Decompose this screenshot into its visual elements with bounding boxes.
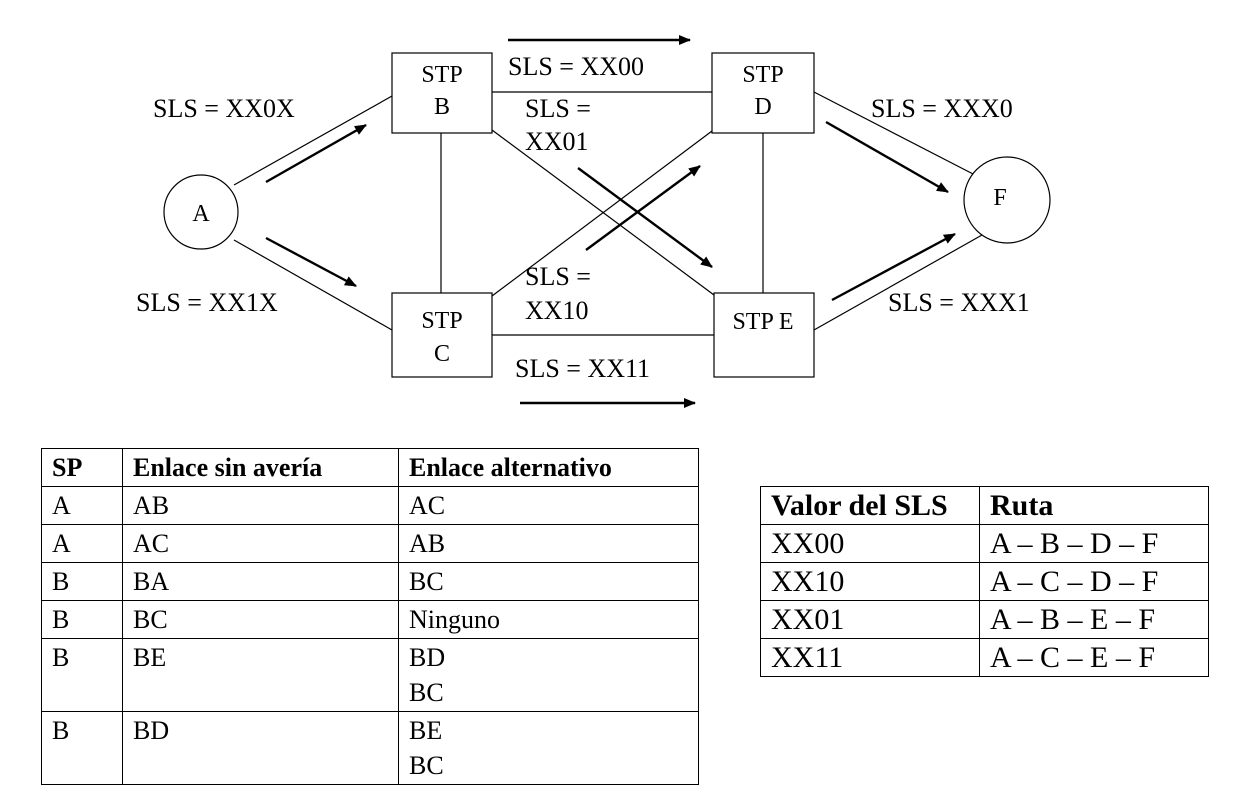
node-c-label-2: C — [434, 341, 450, 367]
alt-value: AC — [409, 491, 446, 520]
cell-alt: BC — [398, 562, 699, 601]
header-sls-value: Valor del SLS — [760, 486, 980, 525]
sls-label-ac: SLS = XX1X — [136, 288, 278, 317]
cell-route: A – C – E – F — [979, 638, 1209, 677]
alt-value: BE — [409, 716, 443, 745]
cell-sls: XX01 — [760, 600, 980, 639]
table-row: A AB AC — [41, 486, 699, 525]
arrow-e-f — [831, 232, 956, 302]
links-table: SP Enlace sin avería Enlace alternativo … — [41, 448, 699, 785]
cell-sls: XX11 — [760, 638, 980, 677]
sls-label-ce: SLS = XX11 — [515, 354, 650, 383]
routes-table-header: Valor del SLS Ruta — [760, 486, 1209, 525]
sls-label-df: SLS = XXX0 — [871, 94, 1013, 123]
node-stp-b — [391, 52, 493, 134]
cell-link: BC — [122, 600, 399, 639]
node-c-label-1: STP — [421, 308, 462, 334]
arrow-a-c — [265, 236, 357, 288]
link-d-f — [813, 91, 976, 176]
alt-value: Ninguno — [409, 605, 500, 634]
cell-link: BD — [122, 711, 399, 785]
table-row: XX11 A – C – E – F — [760, 638, 1209, 677]
header-link: Enlace sin avería — [122, 448, 399, 487]
table-row: B BC Ninguno — [41, 600, 699, 639]
cell-alt: BD BC — [398, 638, 699, 712]
node-b-label-1: STP — [421, 62, 462, 88]
node-e-label: STP E — [732, 309, 793, 335]
arrow-b-e — [577, 167, 713, 268]
alt-value: BC — [409, 567, 444, 596]
cell-link: BE — [122, 638, 399, 712]
cell-alt: AB — [398, 524, 699, 563]
alt-value: BC — [409, 678, 444, 707]
header-sp: SP — [41, 448, 123, 487]
cell-sp: B — [41, 562, 123, 601]
node-stp-e — [713, 292, 815, 378]
header-route: Ruta — [979, 486, 1209, 525]
cell-link: BA — [122, 562, 399, 601]
cell-sls: XX00 — [760, 524, 980, 563]
table-row: XX10 A – C – D – F — [760, 562, 1209, 601]
node-f — [963, 156, 1051, 244]
sls-label-cd-2: XX10 — [525, 296, 589, 325]
table-row: B BD BE BC — [41, 711, 699, 785]
node-a — [163, 174, 239, 250]
node-stp-c — [391, 292, 493, 378]
node-stp-d — [711, 52, 815, 134]
node-d-label-2: D — [754, 94, 771, 120]
routes-table: Valor del SLS Ruta XX00 A – B – D – F XX… — [760, 486, 1209, 677]
alt-value: AB — [409, 529, 446, 558]
link-e-f — [813, 234, 983, 331]
node-b-label-2: B — [434, 94, 450, 120]
cell-sp: B — [41, 711, 123, 785]
cell-route: A – B – E – F — [979, 600, 1209, 639]
network-diagram: A STP B STP C STP D STP E F SLS = XX0X S… — [136, 35, 1051, 408]
header-alt-link: Enlace alternativo — [398, 448, 699, 487]
sls-label-cd-1: SLS = — [525, 262, 591, 291]
alt-value: BC — [409, 751, 444, 780]
table-row: A AC AB — [41, 524, 699, 563]
sls-label-ef: SLS = XXX1 — [888, 288, 1030, 317]
cell-alt: BE BC — [398, 711, 699, 785]
alt-value: BD — [409, 643, 446, 672]
sls-label-be-2: XX01 — [525, 127, 589, 156]
cell-sp: B — [41, 638, 123, 712]
table-row: B BE BD BC — [41, 638, 699, 712]
cell-alt: AC — [398, 486, 699, 525]
link-a-c — [233, 239, 393, 331]
cell-link: AC — [122, 524, 399, 563]
link-c-d — [491, 130, 713, 297]
cell-alt: Ninguno — [398, 600, 699, 639]
sls-label-bd: SLS = XX00 — [508, 52, 644, 81]
sls-label-ab: SLS = XX0X — [153, 94, 295, 123]
link-a-b — [233, 95, 393, 186]
sls-label-be-1: SLS = — [525, 94, 591, 123]
arrow-a-b — [265, 123, 367, 184]
node-a-label: A — [192, 201, 210, 227]
cell-route: A – B – D – F — [979, 524, 1209, 563]
table-row: XX01 A – B – E – F — [760, 600, 1209, 639]
cell-sls: XX10 — [760, 562, 980, 601]
links-table-header: SP Enlace sin avería Enlace alternativo — [41, 448, 699, 487]
cell-link: AB — [122, 486, 399, 525]
node-f-label: F — [993, 185, 1006, 211]
table-row: B BA BC — [41, 562, 699, 601]
arrow-d-f — [825, 120, 949, 194]
cell-route: A – C – D – F — [979, 562, 1209, 601]
node-d-label-1: STP — [742, 62, 783, 88]
table-row: XX00 A – B – D – F — [760, 524, 1209, 563]
arrow-c-d — [585, 165, 701, 251]
cell-sp: A — [41, 524, 123, 563]
cell-sp: A — [41, 486, 123, 525]
cell-sp: B — [41, 600, 123, 639]
